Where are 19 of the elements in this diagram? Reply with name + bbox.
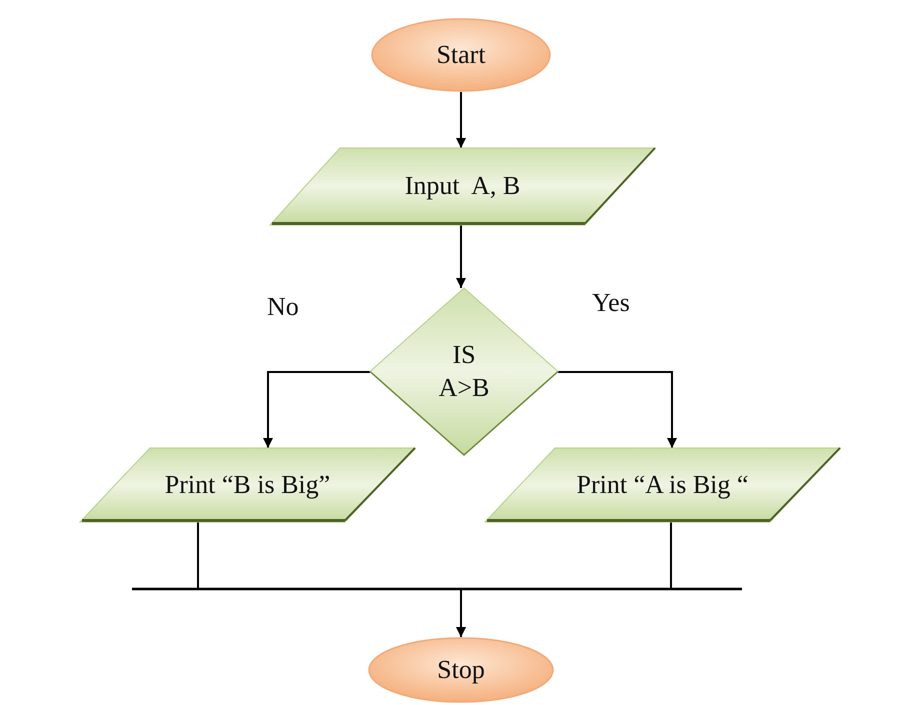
arrow [456, 225, 466, 288]
terminator-ellipse [371, 18, 551, 92]
decision-diamond [369, 287, 559, 456]
node-text: Print “B is Big” [164, 468, 330, 501]
node-text: Stop [437, 654, 485, 686]
node-text: Start [436, 38, 486, 71]
terminator-ellipse [368, 637, 554, 703]
arrow [558, 371, 677, 448]
node-text: Print “A is Big “ [576, 468, 748, 501]
arrow [263, 371, 370, 448]
node-text: Input A, B [404, 170, 520, 202]
arrow [456, 92, 466, 148]
arrow [456, 522, 672, 637]
input-output-parallelogram [484, 447, 842, 522]
input-output-parallelogram [268, 147, 656, 226]
edge-label: Yes [592, 288, 630, 318]
edge-label: No [267, 292, 299, 322]
decision-text: IS A>B [438, 339, 490, 404]
input-output-parallelogram [78, 447, 416, 522]
